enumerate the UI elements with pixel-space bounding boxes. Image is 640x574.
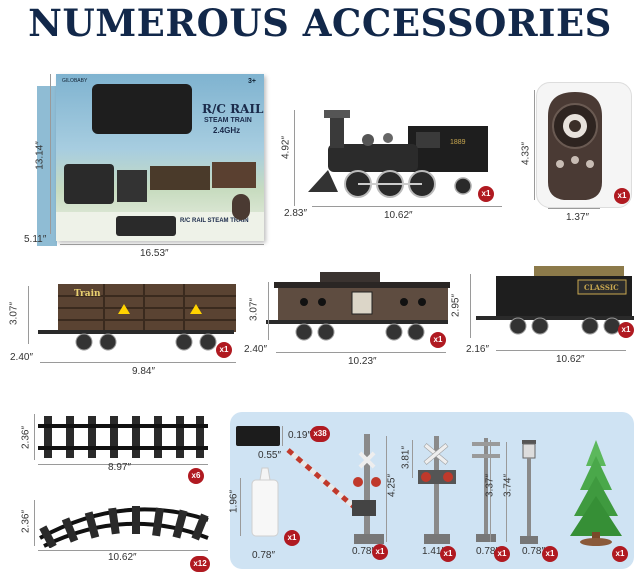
telephone-pole-image [472, 438, 500, 542]
locomotive-qty-badge: x1 [478, 186, 494, 202]
bottle-image [251, 467, 279, 537]
crossing-height-dim: 3.81″ [400, 446, 412, 470]
pole-qty-badge: x1 [494, 546, 510, 562]
box-frequency: 2.4GHz [213, 126, 241, 135]
dim-line-pole-height [490, 440, 491, 542]
curved-track-height-dim: 2.36″ [20, 510, 32, 534]
lamp-qty-badge: x1 [542, 546, 558, 562]
dim-line-crossing-height [412, 440, 413, 478]
dim-line-bottle-height [240, 478, 241, 536]
crossing-width-dim: 1.41″ [422, 546, 446, 557]
crossing-signal-image [418, 436, 456, 544]
box-height-dim: 13.14″ [34, 141, 46, 170]
gate-width-dim: 0.78″ [352, 546, 376, 557]
cattle-car-qty-badge: x1 [216, 342, 232, 358]
box-side-panel [37, 86, 57, 246]
block-image [236, 426, 280, 446]
tender-height-dim: 2.95″ [450, 294, 462, 318]
dim-line-loco-width [312, 206, 502, 207]
tender-width-dim: 10.62″ [556, 354, 585, 365]
bottle-height-dim: 1.96″ [228, 490, 240, 514]
block-width-dim: 0.55″ [258, 450, 282, 461]
gate-qty-badge: x1 [372, 544, 388, 560]
bottle-qty-badge: x1 [284, 530, 300, 546]
dim-line-cattle-width [40, 362, 236, 363]
box-front-label: R/C RAIL STEAM TRAIN [180, 218, 249, 224]
tree-image [570, 440, 622, 546]
bottle-width-dim: 0.78″ [252, 550, 276, 561]
remote-qty-badge: x1 [614, 188, 630, 204]
dim-line-caboose-height [268, 282, 269, 340]
box-front-train-image [116, 216, 176, 236]
dim-line-lamp-height [506, 442, 507, 542]
dim-line-straight-height [34, 414, 35, 460]
dim-line-box-width [60, 244, 264, 245]
lamp-height-dim: 3.74″ [502, 474, 514, 498]
box-locomotive-image [92, 84, 192, 134]
remote-image [548, 92, 602, 200]
locomotive-image: 1889 [308, 110, 488, 198]
remote-width-dim: 1.37″ [566, 212, 590, 223]
caboose-depth-dim: 2.40″ [244, 344, 268, 355]
page-title: NUMEROUS ACCESSORIES [28, 1, 612, 45]
box-subheading: STEAM TRAIN [204, 117, 252, 124]
curved-track-image [39, 506, 209, 548]
cattle-car-image: Train [38, 284, 236, 351]
straight-track-image [38, 416, 208, 458]
gate-height-dim: 4.25″ [386, 474, 398, 498]
dim-line-remote-width [548, 208, 600, 209]
tree-qty-badge: x1 [612, 546, 628, 562]
caboose-height-dim: 3.07″ [248, 298, 260, 322]
crossing-qty-badge: x1 [440, 546, 456, 562]
block-height-dim: 0.19″ [288, 430, 312, 441]
cattle-car-width-dim: 9.84″ [132, 366, 156, 377]
dim-line-straight-width [38, 464, 208, 465]
straight-track-height-dim: 2.36″ [20, 426, 32, 450]
dim-line-tender-height [470, 274, 471, 338]
pole-height-dim: 3.37″ [484, 474, 496, 498]
dim-line-tender-width [496, 350, 626, 351]
locomotive-height-dim: 4.92″ [280, 136, 292, 160]
product-box: GILOBABY 3+ R/C RAIL STEAM TRAIN 2.4GHz … [56, 74, 264, 241]
tender-image: CLASSIC [476, 266, 634, 335]
caboose-width-dim: 10.23″ [348, 356, 377, 367]
dim-line-curved-height [34, 500, 35, 546]
dim-line-loco-height [294, 110, 295, 206]
box-brand: GILOBABY [62, 78, 88, 84]
curved-track-width-dim: 10.62″ [108, 552, 137, 563]
tender-depth-dim: 2.16″ [466, 344, 490, 355]
tender-label: CLASSIC [584, 283, 619, 292]
dim-line-remote-height [534, 90, 535, 200]
box-remote-image [232, 194, 250, 220]
box-width-dim: 16.53″ [140, 248, 169, 259]
caboose-qty-badge: x1 [430, 332, 446, 348]
dim-line-block-height [282, 426, 283, 446]
remote-height-dim: 4.33″ [520, 142, 532, 166]
cattle-car-label: Train [74, 289, 101, 299]
block-qty-badge: x38 [310, 426, 330, 442]
box-depth-dim: 5.11″ [24, 234, 47, 245]
cattle-car-depth-dim: 2.40″ [10, 352, 34, 363]
locomotive-depth-dim: 2.83″ [284, 208, 308, 219]
dim-line-gate-height [386, 436, 387, 542]
box-heading: R/C RAIL [202, 102, 264, 116]
caboose-image [266, 272, 450, 341]
box-train-image [62, 156, 258, 211]
box-age: 3+ [248, 78, 256, 85]
lamp-width-dim: 0.78″ [522, 546, 546, 557]
dim-line-box-height [50, 74, 51, 234]
locomotive-number: 1889 [450, 139, 466, 146]
lamp-post-image [520, 440, 538, 544]
straight-track-qty-badge: x6 [188, 468, 204, 484]
curved-track-qty-badge: x12 [190, 556, 210, 572]
cattle-car-height-dim: 3.07″ [8, 302, 20, 326]
dim-line-caboose-width [276, 352, 446, 353]
straight-track-width-dim: 8.97″ [108, 462, 132, 473]
locomotive-width-dim: 10.62″ [384, 210, 413, 221]
pole-width-dim: 0.78″ [476, 546, 500, 557]
crossing-gate-image [286, 434, 384, 544]
dim-line-curved-width [38, 550, 208, 551]
tender-qty-badge: x1 [618, 322, 634, 338]
dim-line-cattle-height [28, 286, 29, 344]
